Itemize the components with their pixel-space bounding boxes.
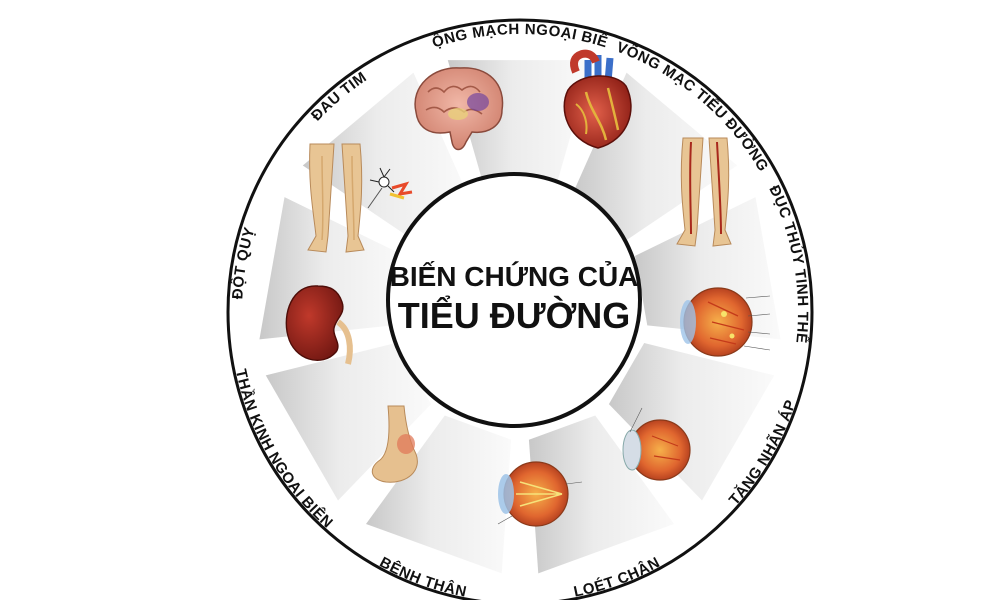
center-title-line2: TIỂU ĐƯỜNG bbox=[398, 294, 631, 336]
segment-panel bbox=[265, 342, 432, 501]
segment-panels bbox=[259, 60, 781, 574]
segment-panel bbox=[608, 342, 775, 501]
kidney-icon bbox=[285, 285, 353, 365]
segment-panel bbox=[366, 415, 512, 574]
retina-eye-icon bbox=[680, 287, 771, 357]
glaucoma-eye-icon bbox=[497, 461, 583, 527]
heart-icon bbox=[563, 49, 632, 149]
leg-arteries-icon bbox=[676, 137, 732, 247]
center-title-line1: BIẾN CHỨNG CỦA bbox=[390, 260, 639, 292]
foot-ulcer-icon bbox=[371, 405, 418, 483]
center-circle bbox=[386, 172, 642, 428]
cataract-eye-icon bbox=[622, 407, 691, 481]
segment-illustrations bbox=[285, 49, 771, 527]
brain-icon bbox=[414, 67, 504, 151]
neuropathy-legs-icon bbox=[307, 143, 413, 253]
segment-panel bbox=[528, 415, 674, 574]
